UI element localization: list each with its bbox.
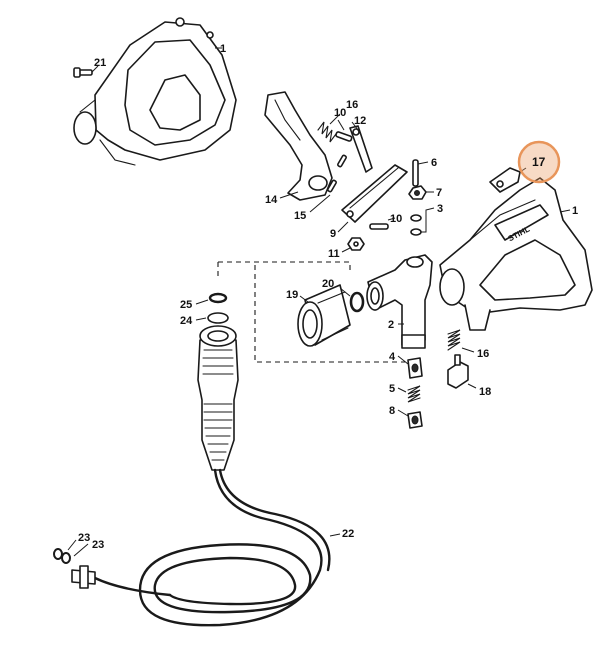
handle-half-left[interactable] — [73, 17, 237, 166]
nut-7[interactable] — [408, 185, 427, 200]
callout-20: 20 — [322, 278, 334, 290]
callout-10-bottom: 10 — [390, 213, 402, 225]
spring-16-right[interactable] — [447, 329, 461, 351]
washer-3[interactable] — [410, 214, 422, 236]
assembly-path — [217, 262, 405, 363]
nut-11[interactable] — [347, 237, 365, 251]
screw-21[interactable] — [73, 67, 93, 78]
callout-12: 12 — [354, 115, 366, 127]
o-rings-23[interactable] — [53, 548, 71, 564]
spring-5[interactable] — [407, 385, 421, 403]
pin-10-bottom[interactable] — [369, 223, 389, 230]
callout-17: 17 — [532, 155, 546, 169]
valve-body-2[interactable] — [366, 254, 433, 349]
callout-8: 8 — [389, 405, 395, 417]
pin-15[interactable] — [327, 154, 347, 193]
callout-2: 2 — [388, 319, 394, 331]
callout-16-top: 16 — [346, 99, 358, 111]
callout-5: 5 — [389, 383, 395, 395]
callout-19: 19 — [286, 289, 298, 301]
callout-1-right: 1 — [572, 205, 578, 217]
callout-22: 22 — [342, 528, 354, 540]
callout-6: 6 — [431, 157, 437, 169]
callout-1-left: 1 — [220, 43, 226, 55]
callout-18: 18 — [479, 386, 491, 398]
callout-23-a: 23 — [78, 532, 90, 544]
callout-25: 25 — [180, 299, 192, 311]
callout-24: 24 — [180, 315, 193, 327]
callout-23-b: 23 — [92, 539, 104, 551]
washer-24[interactable] — [207, 312, 229, 324]
trigger-bar-9[interactable] — [341, 164, 408, 223]
callout-10-top: 10 — [334, 107, 346, 119]
callout-14: 14 — [265, 194, 278, 206]
callout-15: 15 — [294, 210, 306, 222]
fitting-4[interactable] — [407, 357, 423, 379]
highlight-callout-17[interactable] — [517, 140, 561, 184]
slider-18[interactable] — [447, 354, 469, 389]
o-ring-20[interactable] — [349, 291, 365, 313]
callout-4: 4 — [389, 351, 396, 363]
nut-8[interactable] — [407, 411, 423, 429]
callout-7: 7 — [436, 187, 442, 199]
callout-11: 11 — [328, 248, 340, 260]
hose-assembly-22[interactable] — [71, 325, 331, 627]
callout-3: 3 — [437, 203, 443, 215]
pin-10-top[interactable] — [335, 131, 353, 142]
callout-16-right: 16 — [477, 348, 489, 360]
trigger-guard-14[interactable] — [264, 91, 333, 201]
callout-9: 9 — [330, 228, 336, 240]
lever-12[interactable] — [349, 125, 373, 173]
o-ring-25[interactable] — [208, 292, 228, 304]
callout-21: 21 — [94, 57, 106, 69]
handle-right[interactable]: STIHL — [439, 177, 593, 331]
spring-16-top[interactable] — [317, 121, 337, 143]
latch-17[interactable] — [489, 167, 521, 193]
rod-6[interactable] — [412, 159, 419, 187]
coupler-19[interactable] — [297, 284, 351, 347]
